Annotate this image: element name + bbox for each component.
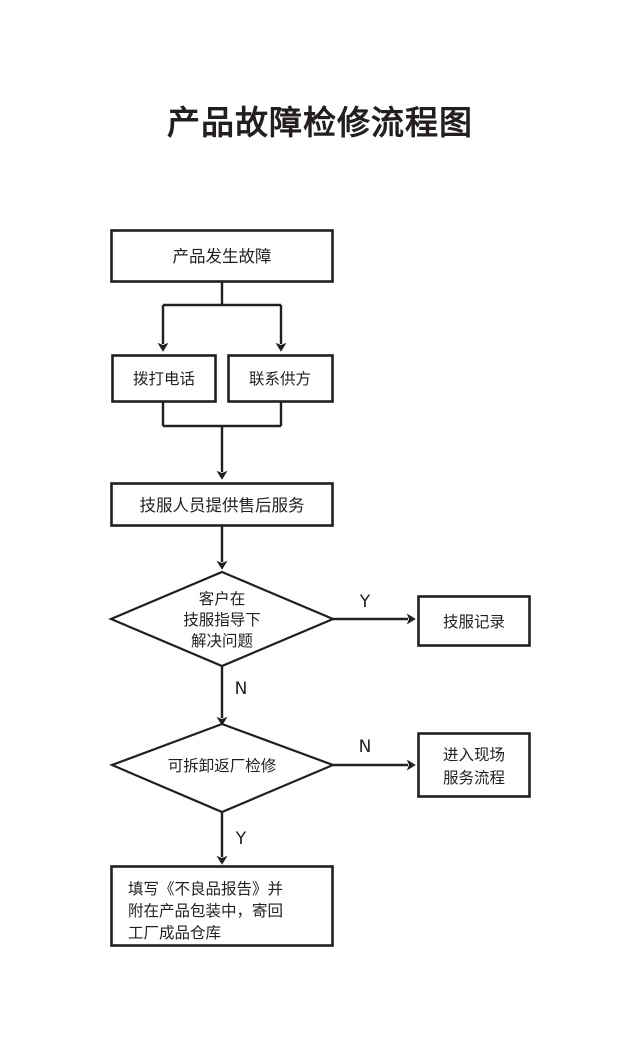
node-label-line-3: 解决问题 bbox=[191, 632, 253, 650]
node-label-line-1: 客户在 bbox=[199, 590, 246, 608]
edge-n1-split bbox=[157, 281, 287, 352]
node-decision-returnable-repair[interactable]: 可拆卸返厂检修 bbox=[109, 722, 336, 814]
node-label-line-2: 服务流程 bbox=[443, 769, 505, 787]
node-label-line-3: 工厂成品仓库 bbox=[128, 924, 221, 942]
edge-label-no-n7: N bbox=[359, 737, 372, 757]
page-title: 产品故障检修流程图 bbox=[167, 103, 473, 142]
edge-merge-to-n4 bbox=[161, 401, 283, 480]
node-label-line-2: 技服指导下 bbox=[183, 611, 261, 629]
edge-label-yes-n7: Y bbox=[235, 829, 247, 849]
node-label-line-1: 进入现场 bbox=[443, 746, 505, 764]
node-label: 可拆卸返厂检修 bbox=[168, 757, 277, 775]
node-label: 联系供方 bbox=[249, 370, 311, 388]
node-label: 产品发生故障 bbox=[173, 247, 272, 266]
node-defect-report[interactable]: 填写《不良品报告》并 附在产品包装中，寄回 工厂成品仓库 bbox=[110, 865, 334, 947]
node-onsite-service-process[interactable]: 进入现场 服务流程 bbox=[417, 732, 531, 798]
node-label-line-1: 填写《不良品报告》并 bbox=[128, 880, 283, 898]
edge-label-yes-n5: Y bbox=[359, 592, 371, 612]
node-product-failure[interactable]: 产品发生故障 bbox=[110, 229, 334, 283]
node-label: 技服人员提供售后服务 bbox=[140, 496, 305, 515]
node-make-call[interactable]: 拨打电话 bbox=[111, 354, 217, 403]
node-service-record[interactable]: 技服记录 bbox=[417, 595, 531, 647]
node-label: 技服记录 bbox=[443, 613, 505, 631]
node-contact-supplier[interactable]: 联系供方 bbox=[227, 354, 334, 403]
node-decision-customer-resolved[interactable]: 客户在 技服指导下 解决问题 bbox=[108, 570, 336, 668]
node-label: 拨打电话 bbox=[133, 370, 195, 388]
edge-label-no-n5: N bbox=[235, 679, 248, 699]
node-label-line-2: 附在产品包装中，寄回 bbox=[128, 902, 283, 920]
node-after-sales-service[interactable]: 技服人员提供售后服务 bbox=[110, 482, 334, 527]
